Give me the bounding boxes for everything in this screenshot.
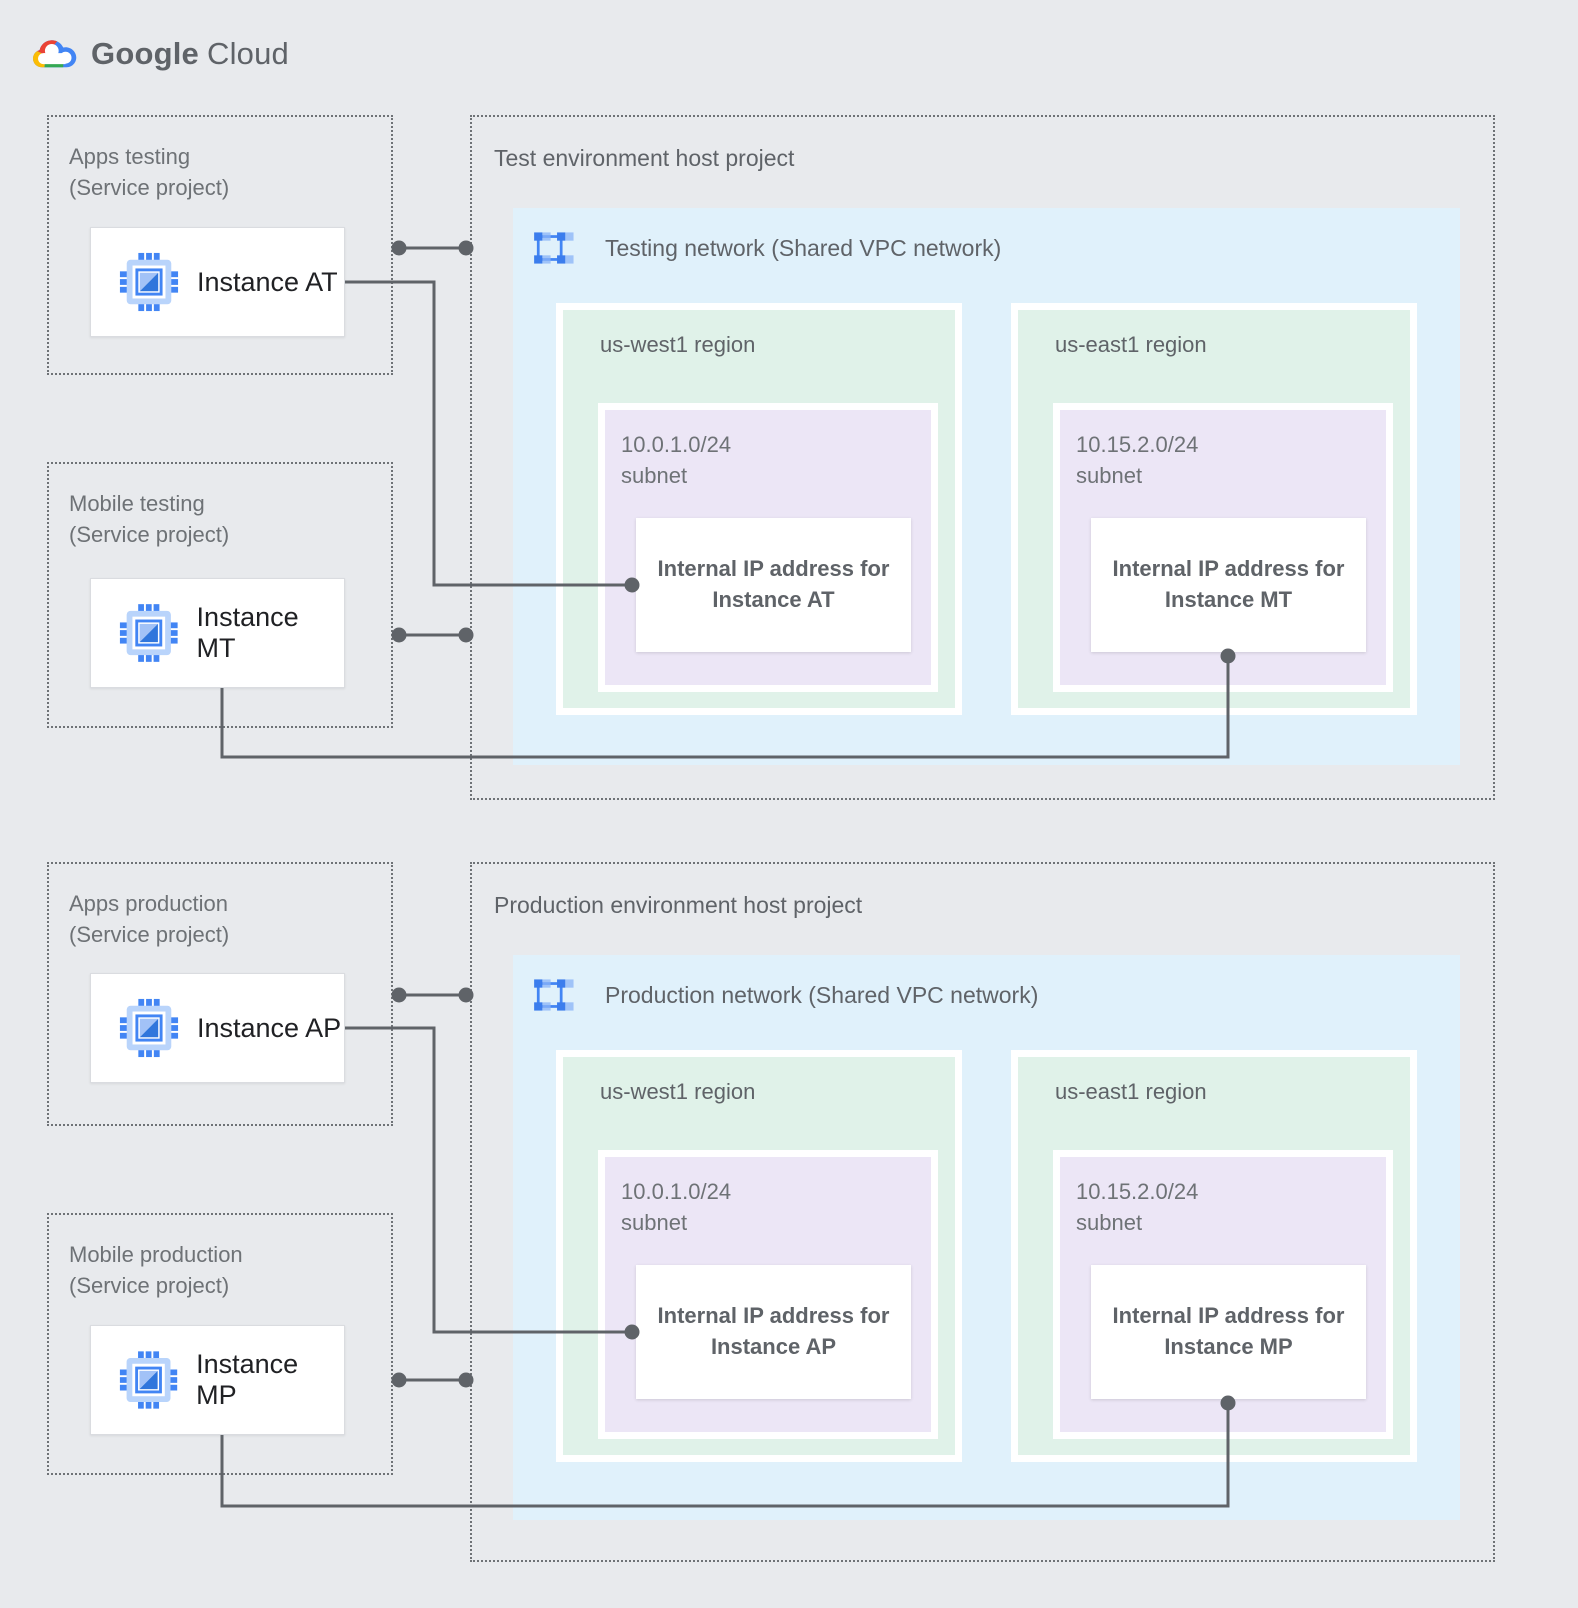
service-project-name: Mobile testing [69,491,205,516]
compute-engine-icon [118,997,180,1059]
vpc-network-label: Production network (Shared VPC network) [605,981,1039,1008]
service-project-type: (Service project) [69,175,230,201]
ip-line2: Instance MT [1164,587,1293,612]
service-project-apps-production: Apps production (Service project) [47,862,393,1126]
instance-label: Instance AP [197,1012,342,1043]
instance-label: Instance MT [196,602,299,663]
service-project-type: (Service project) [69,522,230,548]
instance-card-at: Instance AT [90,227,345,337]
service-project-label: Apps production (Service project) [69,888,229,950]
subnet-label: 10.0.1.0/24 subnet [605,1157,931,1239]
logo-product: Cloud [206,36,289,71]
ip-line2: Instance AP [710,1334,837,1359]
service-project-type: (Service project) [69,1273,230,1299]
service-project-name: Apps testing [69,144,191,169]
host-project-title: Test environment host project [494,145,795,171]
host-project-title: Production environment host project [494,892,863,918]
subnet-label: 10.0.1.0/24 subnet [605,410,931,492]
compute-engine-icon [118,602,180,664]
service-project-label: Mobile testing (Service project) [69,488,229,550]
internal-ip-instance-at: Internal IP address for Instance AT [636,518,911,652]
ip-line2: Instance MP [1164,1334,1293,1359]
service-project-type: (Service project) [69,922,230,948]
service-project-name: Apps production [69,891,228,916]
subnet-word: subnet [621,462,688,488]
compute-engine-icon [118,251,180,313]
logo-brand: Google [91,36,199,71]
region-label: us-west1 region [600,1079,756,1104]
ip-line1: Internal IP address for [657,1303,890,1329]
region-label: us-east1 region [1055,1079,1207,1104]
service-project-label: Mobile production (Service project) [69,1239,243,1301]
service-project-name: Mobile production [69,1242,243,1267]
service-project-apps-testing: Apps testing (Service project) [47,115,393,375]
ip-line2: Instance AT [712,587,835,612]
vpc-header: Production network (Shared VPC network) [530,975,1038,1015]
instance-card-ap: Instance AP [90,973,345,1083]
instance-card-mt: Instance MT [90,578,345,688]
subnet-word: subnet [1076,462,1143,488]
region-label: us-east1 region [1055,332,1207,357]
subnet-word: subnet [1076,1209,1143,1235]
internal-ip-instance-mt: Internal IP address for Instance MT [1091,518,1366,652]
subnet-cidr: 10.15.2.0/24 [1076,432,1199,457]
instance-label: Instance AT [197,266,338,297]
ip-line1: Internal IP address for [1112,556,1345,582]
vpc-network-icon [530,228,574,268]
ip-line1: Internal IP address for [657,556,890,582]
service-project-mobile-production: Mobile production (Service project) [47,1213,393,1475]
compute-engine-icon [118,1349,179,1411]
vpc-network-icon [530,975,574,1015]
vpc-network-label: Testing network (Shared VPC network) [605,234,1002,261]
region-label: us-west1 region [600,332,756,357]
internal-ip-instance-mp: Internal IP address for Instance MP [1091,1265,1366,1399]
subnet-cidr: 10.0.1.0/24 [621,432,732,457]
internal-ip-instance-ap: Internal IP address for Instance AP [636,1265,911,1399]
subnet-label: 10.15.2.0/24 subnet [1060,1157,1386,1239]
host-project-production: Production environment host project [470,862,1495,1562]
service-project-mobile-testing: Mobile testing (Service project) [47,462,393,728]
subnet-label: 10.15.2.0/24 subnet [1060,410,1386,492]
ip-line1: Internal IP address for [1112,1303,1345,1329]
service-project-label: Apps testing (Service project) [69,141,229,203]
instance-label: Instance MP [196,1349,299,1410]
subnet-cidr: 10.0.1.0/24 [621,1179,732,1204]
subnet-word: subnet [621,1209,688,1235]
instance-card-mp: Instance MP [90,1325,345,1435]
subnet-cidr: 10.15.2.0/24 [1076,1179,1199,1204]
vpc-header: Testing network (Shared VPC network) [530,228,1001,268]
google-cloud-icon [33,37,77,72]
